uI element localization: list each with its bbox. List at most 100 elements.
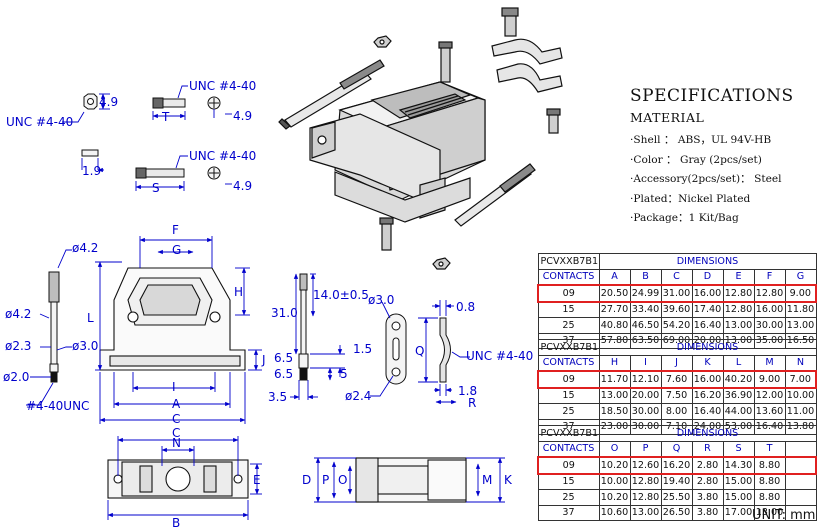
contacts-cell: 09 (537, 456, 600, 475)
contacts-cell: 25 (537, 489, 600, 506)
side-dim-p: P (322, 473, 329, 487)
spec-item-package: ·Package：1 Kit/Bag (630, 212, 739, 224)
column-header: R (691, 440, 724, 458)
dimension-cell: 12.80 (722, 284, 755, 303)
side-dim-m: M (482, 473, 492, 487)
front-dim-g: G (172, 243, 181, 257)
dimension-cell: 2.80 (691, 473, 724, 490)
side-dim-k: K (504, 473, 513, 487)
clamp-dim-q: Q (415, 344, 424, 358)
jack-dia-small: ø2.3 (5, 339, 31, 353)
clamp-dim-r: R (468, 396, 476, 410)
front-dim-j: J (261, 353, 266, 367)
column-header: F (753, 268, 786, 286)
washer-dim-label: 1.9 (82, 164, 101, 178)
column-header: J (660, 354, 693, 372)
clamp-dim-08: 0.8 (456, 300, 475, 314)
material-heading: MATERIAL (630, 110, 705, 125)
screw-s-drawing (135, 166, 221, 180)
assembly-3d-illustration (278, 7, 563, 270)
screw-t-length-label: T (161, 110, 170, 124)
dimension-cell: 16.00 (691, 370, 724, 389)
bottom-dim-n: N (172, 436, 181, 450)
column-header: C (660, 268, 693, 286)
dimension-cell: 16.20 (660, 456, 693, 475)
dimension-cell: 10.20 (598, 489, 631, 506)
dimension-cell: 10.60 (598, 504, 631, 521)
dimension-cell: 12.80 (629, 473, 662, 490)
dimension-cell: 30.00 (629, 403, 662, 420)
dimension-cell: 16.00 (753, 301, 786, 318)
dimension-cell: 46.50 (629, 317, 662, 334)
clamp-thread-label: UNC #4-40 (466, 349, 533, 363)
screw-dim-35: 3.5 (268, 390, 287, 404)
dimension-cell: 9.00 (753, 370, 786, 389)
dimension-cell: 31.00 (660, 284, 693, 303)
specifications-title: SPECIFICATIONS (630, 86, 794, 106)
dimensions-header: DIMENSIONS (598, 253, 817, 270)
dimension-cell: 40.20 (722, 370, 755, 389)
column-header: M (753, 354, 786, 372)
bottom-view-drawing (107, 459, 249, 499)
screw-t-drawing (152, 96, 221, 110)
dimension-cell: 20.50 (598, 284, 631, 303)
jack-dia-top: ø4.2 (72, 241, 98, 255)
column-header: K (691, 354, 724, 372)
dimension-cell: 10.20 (598, 456, 631, 475)
dimension-cell: 13.00 (598, 387, 631, 404)
side-view-drawing (355, 457, 467, 503)
dimension-cell: 20.00 (629, 387, 662, 404)
screw-s-head-label: 4.9 (233, 179, 252, 193)
column-header: A (598, 268, 631, 286)
dimension-cell: 8.80 (753, 456, 786, 475)
contacts-cell: 09 (537, 370, 600, 389)
dimension-cell: 54.20 (660, 317, 693, 334)
contacts-header: CONTACTS (537, 354, 600, 372)
column-header: H (598, 354, 631, 372)
dimension-cell: 10.00 (598, 473, 631, 490)
contacts-cell: 37 (537, 504, 600, 521)
spec-item-color: ·Color ： Gray (2pcs/set) (630, 153, 762, 166)
screw-tolerance: 14.0±0.5 (313, 288, 369, 302)
column-header: N (784, 354, 817, 372)
dimension-cell: 12.10 (629, 370, 662, 389)
front-dim-h: H (234, 285, 243, 299)
dimension-cell: 9.00 (784, 284, 817, 303)
dimension-cell: 13.00 (753, 504, 786, 521)
dimension-cell: 44.00 (722, 403, 755, 420)
dimension-cell: 25.50 (660, 489, 693, 506)
contacts-header: CONTACTS (537, 268, 600, 286)
jack-screw-drawing (298, 273, 309, 381)
dimension-cell: 33.40 (629, 301, 662, 318)
dimension-cell: 7.00 (784, 370, 817, 389)
spec-item-plated: ·Plated：Nickel Plated (630, 192, 751, 205)
dimension-cell: 11.80 (784, 301, 817, 318)
dimension-cell: 15.00 (722, 473, 755, 490)
material-list: ·Shell ： ABS，UL 94V-HB ·Color ： Gray (2p… (630, 131, 782, 229)
dimension-cell: 13.00 (722, 317, 755, 334)
dimension-cell: 16.40 (691, 317, 724, 334)
clamp-dim-18: 1.8 (458, 384, 477, 398)
column-header: T (753, 440, 786, 458)
bottom-dim-e: E (253, 473, 261, 487)
jack-dia-tip: ø3.0 (72, 339, 98, 353)
dimension-cell: 12.60 (629, 456, 662, 475)
dimension-cell: 24.99 (629, 284, 662, 303)
contacts-cell: 09 (537, 284, 600, 303)
dimensions-header: DIMENSIONS (598, 339, 817, 356)
front-dim-a: A (172, 397, 181, 411)
dimension-cell (784, 473, 817, 490)
dimension-cell: 40.80 (598, 317, 631, 334)
front-view-drawing (99, 267, 246, 371)
jack-dia-mid: ø4.2 (5, 307, 31, 321)
spec-item-accessory: ·Accessory(2pcs/set)： Steel (630, 173, 782, 185)
nut-dim-label: 4.9 (99, 95, 118, 109)
column-header (784, 440, 817, 458)
dimension-cell: 13.00 (784, 317, 817, 334)
screw-dim-5: 5 (340, 367, 348, 381)
